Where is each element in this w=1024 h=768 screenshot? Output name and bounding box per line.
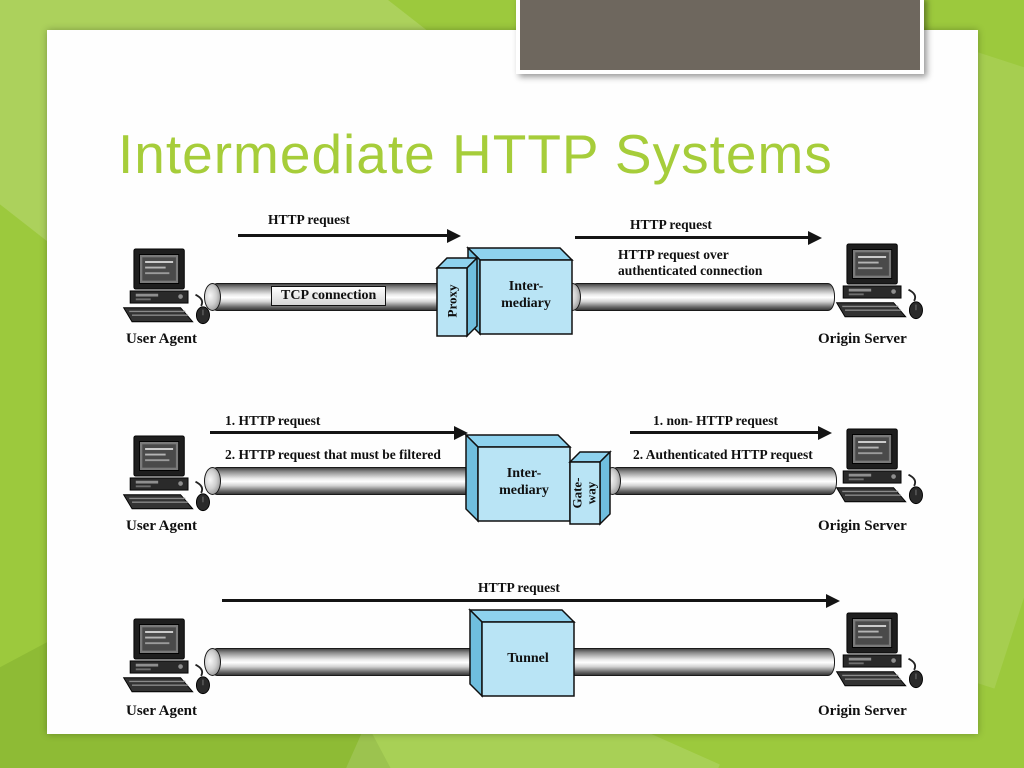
- gateway-slab: [568, 450, 612, 526]
- page-title: Intermediate HTTP Systems: [118, 123, 833, 185]
- origin-server-label: Origin Server: [818, 518, 907, 534]
- right-connection-pipe: [557, 648, 835, 676]
- user-agent-label: User Agent: [126, 331, 197, 347]
- header-placeholder-box: [516, 0, 924, 74]
- request-arrow-label: HTTP request: [268, 212, 350, 227]
- response-arrow: [630, 425, 832, 440]
- origin-server-icon: [833, 243, 928, 327]
- http-request-label: HTTP request: [478, 580, 560, 595]
- right-connection-pipe: [604, 467, 837, 495]
- tunnel-box-label: Tunnel: [507, 651, 549, 666]
- authenticated-request-label: 2. Authenticated HTTP request: [633, 447, 813, 462]
- request-arrow: [238, 228, 461, 243]
- intermediary-box-label: Inter- mediary: [499, 466, 549, 498]
- response-arrow-label: HTTP request: [630, 217, 712, 232]
- proxy-slab: [435, 256, 479, 338]
- authenticated-connection-label-line1: HTTP request over: [618, 247, 729, 262]
- tcp-connection-label: TCP connection: [271, 286, 387, 306]
- authenticated-connection-pipe: [564, 283, 835, 311]
- origin-server-icon: [833, 428, 928, 512]
- non-http-request-label: 1. non- HTTP request: [653, 413, 779, 428]
- intermediary-box: [464, 433, 572, 523]
- user-agent-icon: [120, 435, 215, 519]
- intermediary-box-label: Inter- mediary: [501, 279, 551, 311]
- response-arrow: [575, 230, 822, 245]
- tunnel-box: [468, 608, 576, 698]
- filtered-request-label: 2. HTTP request that must be filtered: [225, 447, 441, 462]
- origin-server-label: Origin Server: [818, 331, 907, 347]
- left-connection-pipe: [204, 648, 487, 676]
- origin-server-label: Origin Server: [818, 703, 907, 719]
- authenticated-connection-label-line2: authenticated connection: [618, 263, 763, 278]
- user-agent-icon: [120, 248, 215, 332]
- http-request-label: 1. HTTP request: [225, 413, 321, 428]
- gateway-slab-label: Gate- way: [570, 477, 600, 509]
- left-connection-pipe: [204, 467, 484, 495]
- proxy-slab-label: Proxy: [444, 284, 460, 318]
- user-agent-label: User Agent: [126, 518, 197, 534]
- user-agent-icon: [120, 618, 215, 702]
- request-arrow: [210, 425, 468, 440]
- user-agent-label: User Agent: [126, 703, 197, 719]
- request-arrow: [222, 593, 840, 608]
- origin-server-icon: [833, 612, 928, 696]
